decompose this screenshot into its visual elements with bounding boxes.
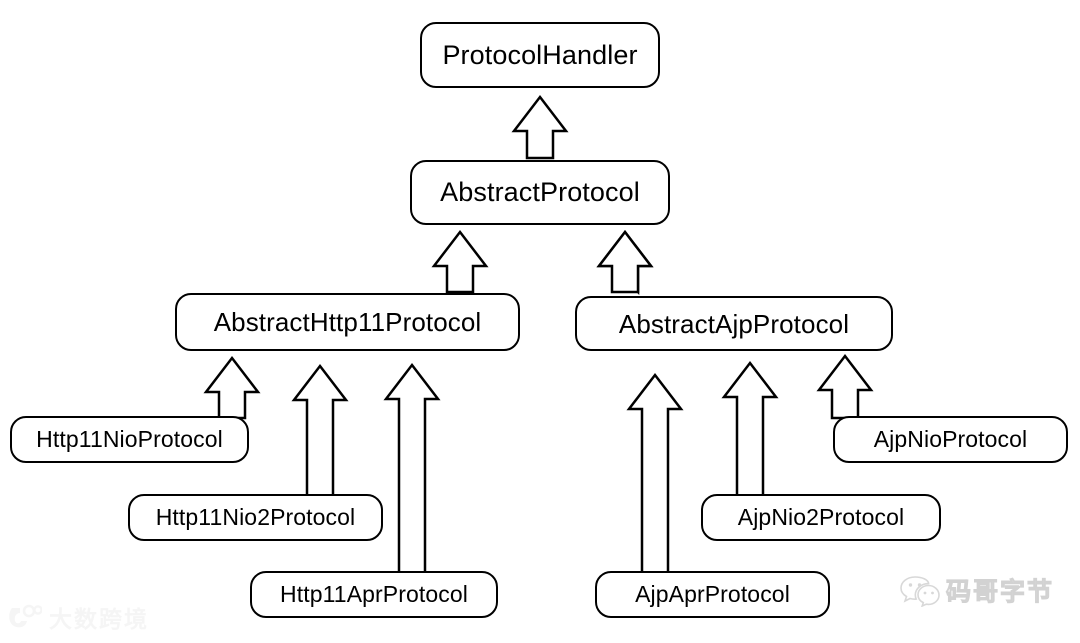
class-box-abstract-ajp-protocol[interactable]: AbstractAjpProtocol [575, 296, 893, 351]
class-box-http11-apr-protocol[interactable]: Http11AprProtocol [250, 571, 498, 618]
class-box-protocol-handler[interactable]: ProtocolHandler [420, 22, 660, 88]
class-label-ajp-nio-protocol: AjpNioProtocol [873, 426, 1028, 452]
class-label-http11-apr-protocol: Http11AprProtocol [280, 581, 468, 607]
inheritance-arrow-http11apr-to-abstracthttp11 [383, 362, 441, 575]
inheritance-arrow-http11nio-to-abstracthttp11 [203, 355, 261, 420]
inheritance-arrow-ajpnio-to-abstractajp [816, 353, 874, 420]
class-box-abstract-protocol[interactable]: AbstractProtocol [410, 160, 670, 225]
class-label-abstract-http11-protocol: AbstractHttp11Protocol [213, 307, 482, 337]
inheritance-arrow-http11nio2-to-abstracthttp11 [291, 363, 349, 498]
inheritance-arrow-abstractajp-to-abstractprotocol-shaft [596, 229, 654, 294]
class-box-http11-nio-protocol[interactable]: Http11NioProtocol [10, 416, 249, 463]
class-box-ajp-nio-protocol[interactable]: AjpNioProtocol [833, 416, 1068, 463]
class-label-abstract-ajp-protocol: AbstractAjpProtocol [618, 308, 850, 339]
class-box-http11-nio2-protocol[interactable]: Http11Nio2Protocol [128, 494, 383, 541]
class-box-ajp-apr-protocol[interactable]: AjpAprProtocol [595, 571, 830, 618]
class-box-abstract-http11-protocol[interactable]: AbstractHttp11Protocol [175, 293, 520, 351]
inheritance-arrow-abstracthttp11-to-abstractprotocol [431, 229, 489, 294]
class-label-ajp-nio2-protocol: AjpNio2Protocol [737, 504, 905, 530]
class-box-ajp-nio2-protocol[interactable]: AjpNio2Protocol [701, 494, 941, 541]
inheritance-arrow-ajpnio2-to-abstractajp [721, 360, 779, 498]
class-label-abstract-protocol: AbstractProtocol [440, 177, 640, 207]
inheritance-arrow-abstractprotocol-to-protocolhandler [511, 94, 569, 160]
inheritance-arrow-ajpapr-to-abstractajp [626, 372, 684, 575]
class-label-protocol-handler: ProtocolHandler [442, 39, 638, 70]
class-label-ajp-apr-protocol: AjpAprProtocol [635, 581, 790, 607]
class-label-http11-nio2-protocol: Http11Nio2Protocol [155, 504, 356, 530]
class-label-http11-nio-protocol: Http11NioProtocol [36, 426, 223, 452]
